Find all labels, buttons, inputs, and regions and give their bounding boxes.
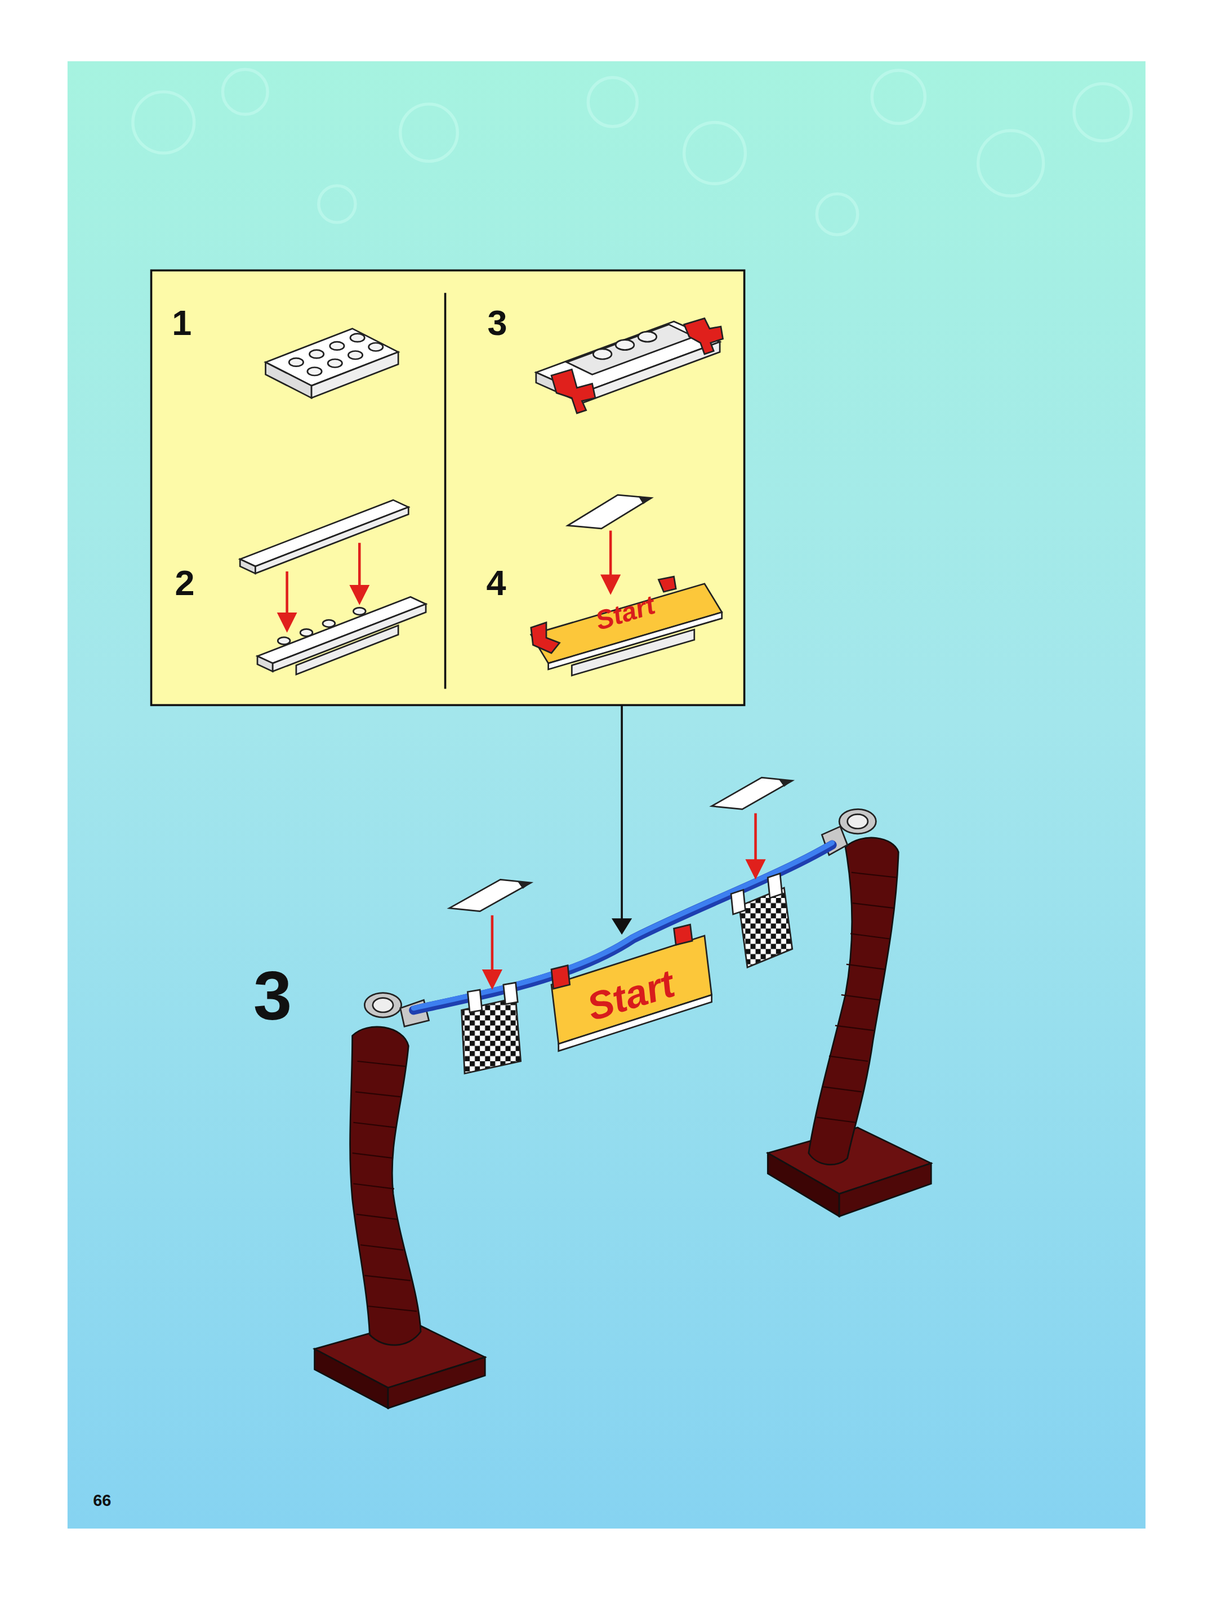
page-number: 66 [92,1493,111,1510]
callout-number: 2 [175,565,195,601]
step-number: 3 [253,960,292,1031]
callout-number: 4 [486,565,507,601]
callout-number: 1 [171,304,192,341]
callout-number: 3 [487,304,507,341]
